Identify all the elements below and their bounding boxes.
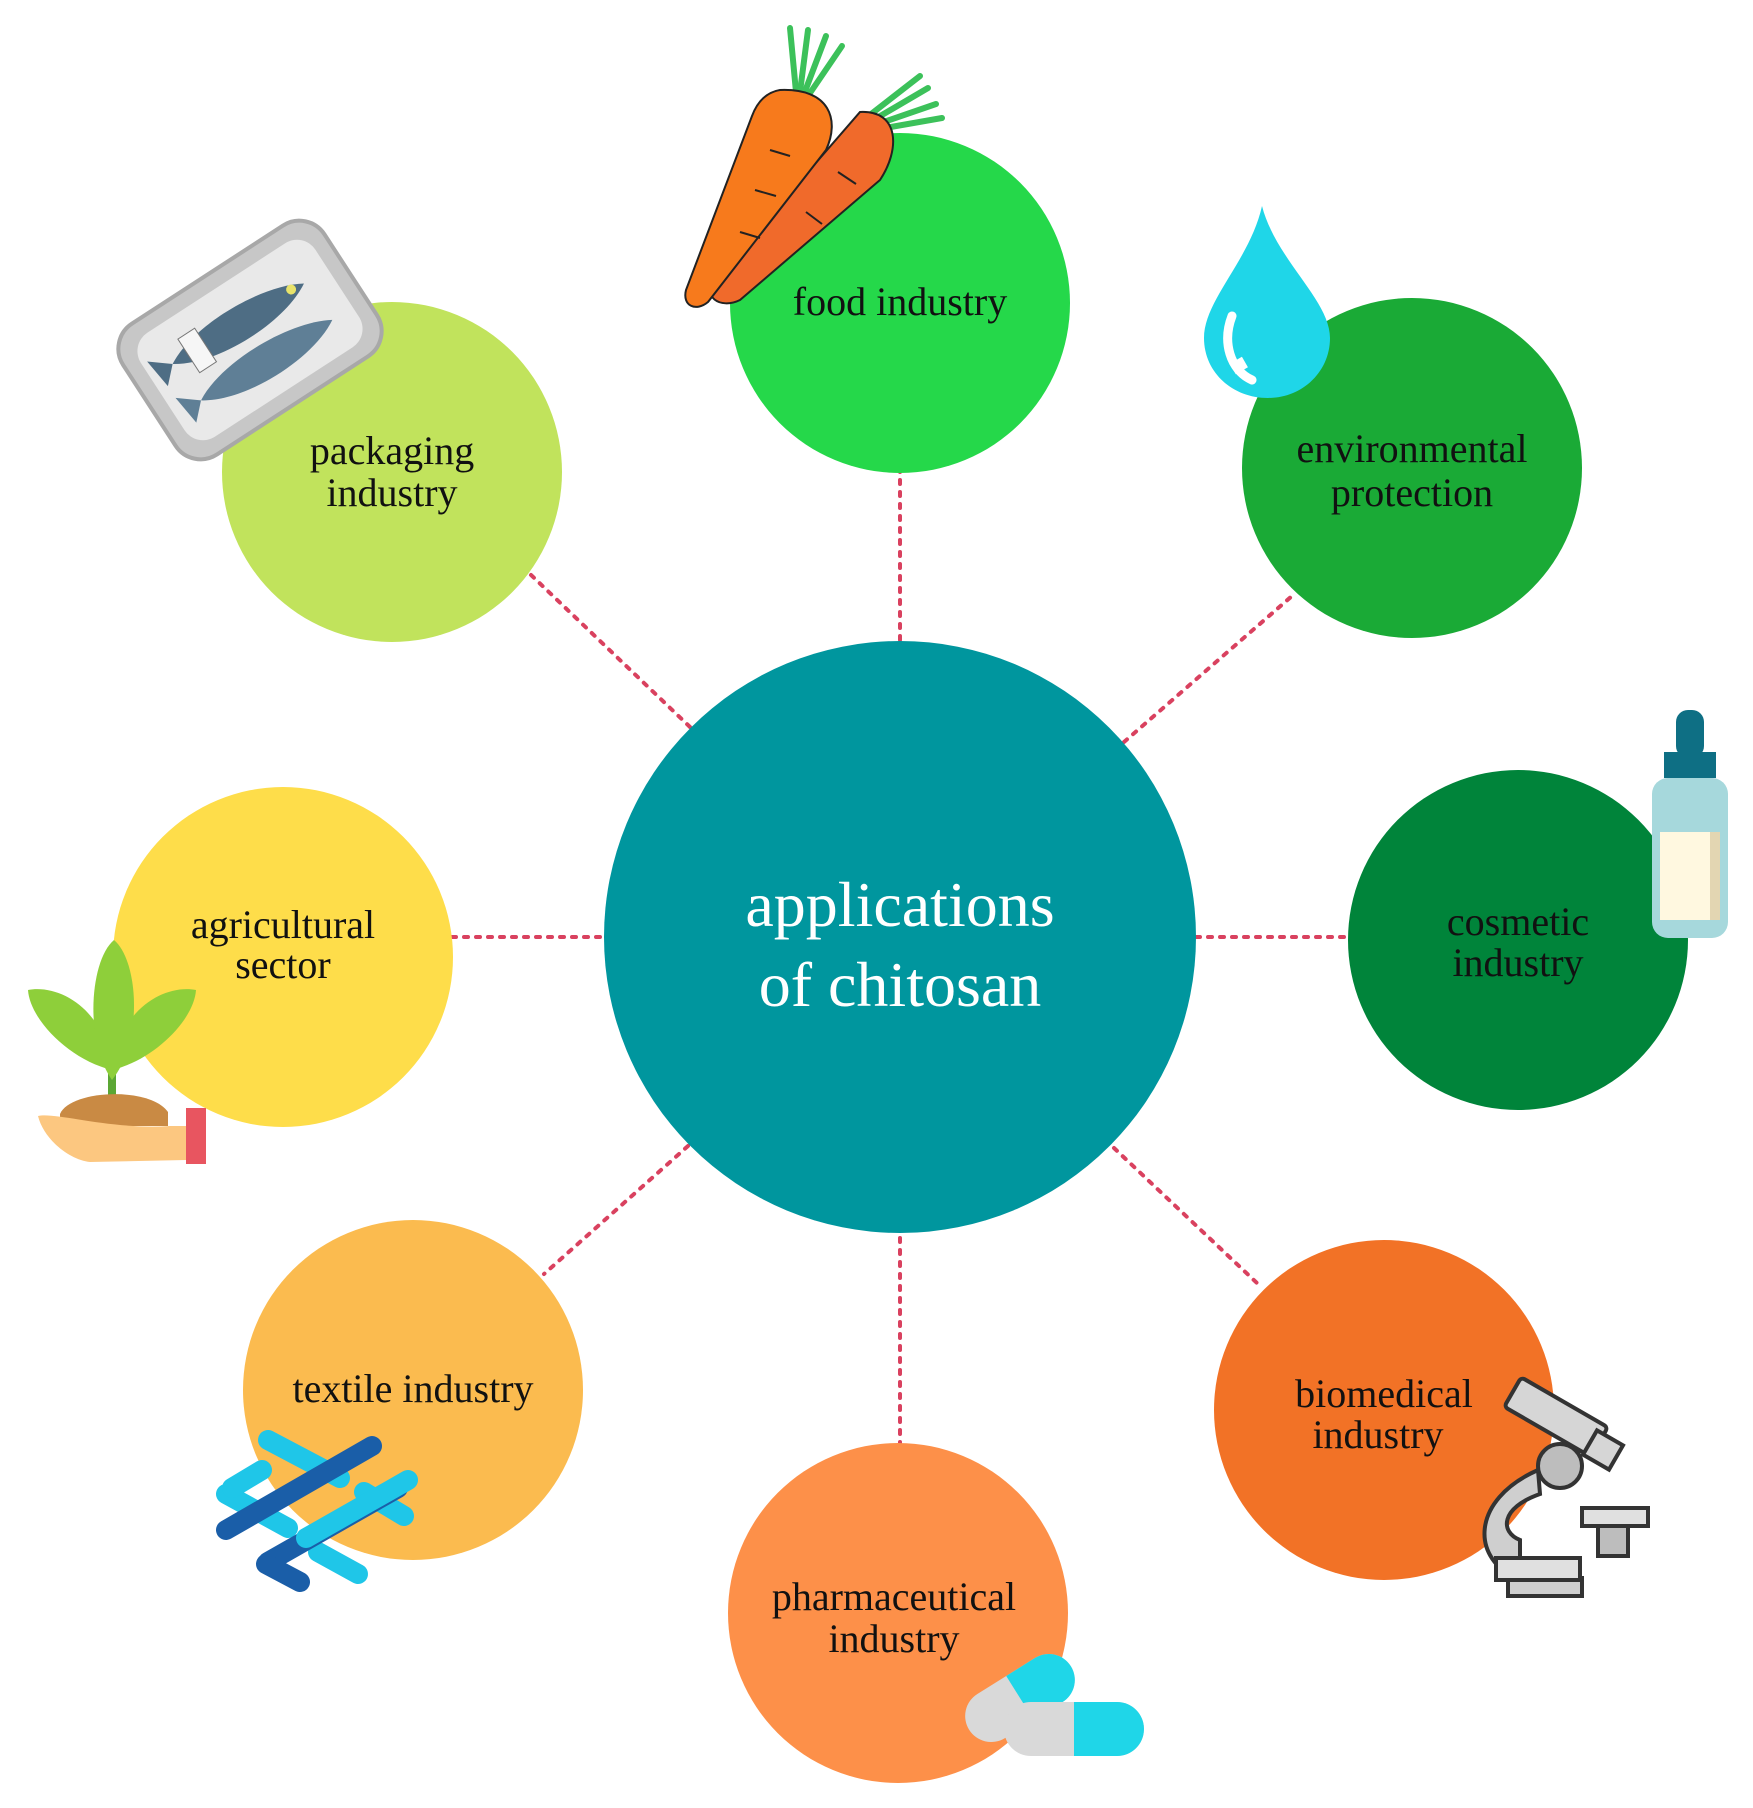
agricultural-label-line1: agricultural bbox=[191, 902, 375, 947]
cosmetic-label-line2: industry bbox=[1452, 940, 1583, 985]
cosmetic-label-line1: cosmetic bbox=[1447, 899, 1589, 944]
pills-icon bbox=[965, 1653, 1144, 1756]
node-agricultural-sector: agricultural sector bbox=[113, 787, 453, 1127]
environmental-label-line1: environmental bbox=[1296, 426, 1527, 471]
center-title-line2: of chitosan bbox=[759, 949, 1042, 1020]
connectors bbox=[450, 468, 1352, 1447]
agricultural-circle bbox=[113, 787, 453, 1127]
packaged-fish-icon bbox=[116, 218, 384, 462]
carrots-icon bbox=[684, 25, 945, 308]
agricultural-label-line2: sector bbox=[235, 942, 331, 987]
biomedical-label-line2: industry bbox=[1312, 1412, 1443, 1457]
connector-packaging bbox=[528, 572, 692, 729]
textile-label: textile industry bbox=[292, 1366, 533, 1411]
food-label: food industry bbox=[793, 279, 1007, 324]
connector-environmental bbox=[1122, 594, 1294, 744]
center-circle bbox=[604, 641, 1196, 1233]
environmental-circle bbox=[1242, 298, 1582, 638]
connector-textile bbox=[542, 1144, 690, 1276]
connector-biomedical bbox=[1112, 1146, 1260, 1286]
packaging-label-line2: industry bbox=[326, 470, 457, 515]
center-title-line1: applications bbox=[745, 869, 1054, 940]
center-node: applications of chitosan bbox=[604, 641, 1196, 1233]
node-biomedical-industry: biomedical industry bbox=[1214, 1240, 1554, 1580]
pharmaceutical-label-line2: industry bbox=[828, 1616, 959, 1661]
pharmaceutical-label-line1: pharmaceutical bbox=[772, 1574, 1016, 1619]
node-textile-industry: textile industry bbox=[243, 1220, 583, 1560]
biomedical-label-line1: biomedical bbox=[1295, 1371, 1473, 1416]
environmental-label-line2: protection bbox=[1331, 470, 1493, 515]
plant-in-hand-icon bbox=[28, 940, 206, 1164]
woven-fibers-icon bbox=[216, 1430, 418, 1592]
biomedical-circle bbox=[1214, 1240, 1554, 1580]
node-environmental-protection: environmental protection bbox=[1242, 298, 1582, 638]
cosmetic-circle bbox=[1348, 770, 1688, 1110]
water-drop-icon bbox=[1204, 206, 1330, 398]
node-cosmetic-industry: cosmetic industry bbox=[1348, 770, 1688, 1110]
dropper-bottle-icon bbox=[1652, 710, 1728, 938]
packaging-label-line1: packaging bbox=[310, 428, 474, 473]
microscope-icon bbox=[1482, 1376, 1650, 1598]
